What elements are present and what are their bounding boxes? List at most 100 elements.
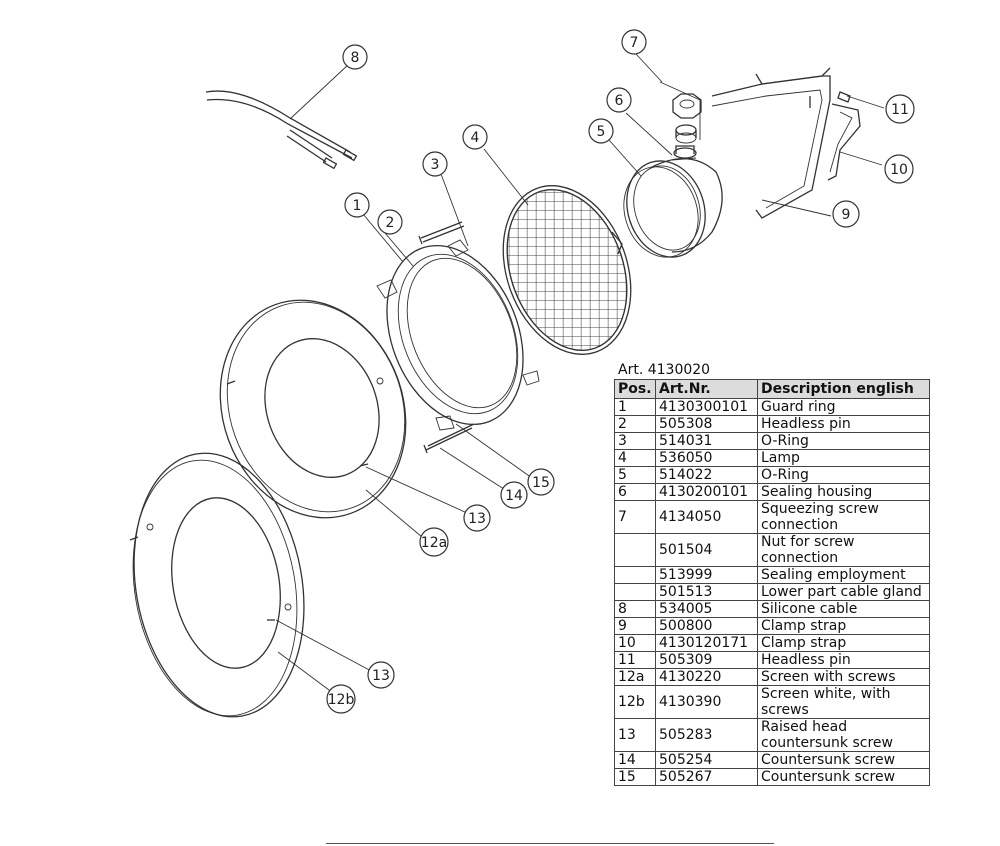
cell-description: Guard ring <box>757 398 930 416</box>
cell-art-nr: 514022 <box>655 466 758 484</box>
cell-art-nr: 4130120171 <box>655 634 758 652</box>
cell-pos: 2 <box>614 415 656 433</box>
clamp-strap-10 <box>827 103 861 181</box>
cell-art-nr: 501513 <box>655 583 758 601</box>
cell-description: Clamp strap <box>757 617 930 635</box>
cell-art-nr: 513999 <box>655 566 758 584</box>
callout-13-lower: 13 <box>367 661 395 689</box>
cell-art-nr: 500800 <box>655 617 758 635</box>
silicone-cable-8 <box>205 90 358 170</box>
guard-ring-1 <box>376 239 540 431</box>
callout-3: 3 <box>422 151 448 177</box>
cell-description: Countersunk screw <box>757 751 930 769</box>
cell-pos: 5 <box>614 466 656 484</box>
callout-6-label: 6 <box>615 93 624 109</box>
callout-9: 9 <box>832 200 860 228</box>
callout-15: 15 <box>527 468 555 496</box>
callout-4: 4 <box>462 124 488 150</box>
cell-description: Screen white, with screws <box>757 685 930 719</box>
cell-pos: 11 <box>614 651 656 669</box>
callout-1: 1 <box>344 192 370 218</box>
cell-pos <box>614 583 656 601</box>
callout-3-label: 3 <box>431 157 440 173</box>
cell-pos: 7 <box>614 500 656 534</box>
cell-art-nr: 4130200101 <box>655 483 758 501</box>
callout-12a-label: 12a <box>421 535 447 551</box>
callout-12b: 12b <box>326 684 356 714</box>
header-description: Description english <box>757 379 930 399</box>
cell-description: Raised head countersunk screw <box>757 718 930 752</box>
cell-description: Sealing housing <box>757 483 930 501</box>
callout-2: 2 <box>377 209 403 235</box>
cell-pos: 9 <box>614 617 656 635</box>
cell-pos: 12a <box>614 668 656 686</box>
cell-art-nr: 505283 <box>655 718 758 752</box>
headless-pin-11 <box>837 91 851 103</box>
cell-art-nr: 4130300101 <box>655 398 758 416</box>
cell-description: O-Ring <box>757 466 930 484</box>
callout-4-label: 4 <box>471 130 480 146</box>
cell-art-nr: 534005 <box>655 600 758 618</box>
callout-7: 7 <box>621 29 647 55</box>
callout-8-label: 8 <box>351 50 360 66</box>
cell-art-nr: 4134050 <box>655 500 758 534</box>
article-number-caption: Art. 4130020 <box>618 362 711 378</box>
clamp-strap-9 <box>711 67 831 219</box>
sealing-housing-6 <box>623 145 723 258</box>
callout-13-upper: 13 <box>463 504 491 532</box>
callout-15-label: 15 <box>532 475 550 491</box>
cell-description: Headless pin <box>757 651 930 669</box>
cell-description: Headless pin <box>757 415 930 433</box>
cell-description: Screen with screws <box>757 668 930 686</box>
screen-white-12b <box>129 452 305 718</box>
cell-pos <box>614 533 656 567</box>
callout-1-label: 1 <box>353 198 362 214</box>
cell-pos: 6 <box>614 483 656 501</box>
callout-11: 11 <box>885 94 915 124</box>
cell-pos: 15 <box>614 768 656 786</box>
callout-14: 14 <box>500 481 528 509</box>
callout-11-label: 11 <box>891 102 909 118</box>
cell-pos: 13 <box>614 718 656 752</box>
callout-9-label: 9 <box>842 207 851 223</box>
callout-13-lower-label: 13 <box>372 668 390 684</box>
screws-14-15 <box>418 221 475 454</box>
cell-description: O-Ring <box>757 432 930 450</box>
lamp-4 <box>502 185 632 355</box>
cell-art-nr: 4130220 <box>655 668 758 686</box>
cell-art-nr: 505308 <box>655 415 758 433</box>
cell-description: Countersunk screw <box>757 768 930 786</box>
cell-pos: 10 <box>614 634 656 652</box>
callout-8: 8 <box>342 44 368 70</box>
callout-12a: 12a <box>419 527 449 557</box>
callout-13-upper-label: 13 <box>468 511 486 527</box>
cell-art-nr: 505254 <box>655 751 758 769</box>
cell-pos: 8 <box>614 600 656 618</box>
callout-10-label: 10 <box>890 162 908 178</box>
callout-5-label: 5 <box>597 124 606 140</box>
cell-description: Sealing employment <box>757 566 930 584</box>
cell-art-nr: 505267 <box>655 768 758 786</box>
cell-art-nr: 514031 <box>655 432 758 450</box>
cell-pos <box>614 566 656 584</box>
header-art-nr: Art.Nr. <box>655 379 758 399</box>
callout-7-label: 7 <box>630 35 639 51</box>
cell-description: Silicone cable <box>757 600 930 618</box>
